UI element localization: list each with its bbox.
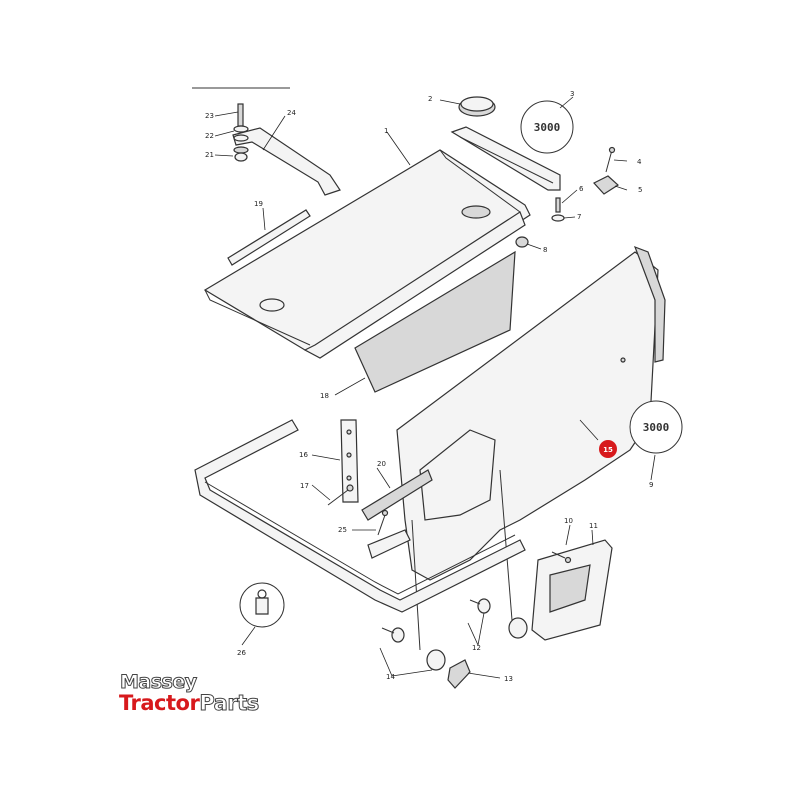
callout-22: 22 bbox=[205, 132, 214, 140]
callout-7: 7 bbox=[577, 213, 581, 221]
callout-4: 4 bbox=[637, 158, 642, 166]
screw-part bbox=[377, 509, 389, 536]
rod-part bbox=[227, 209, 311, 266]
zoom-detail-26 bbox=[239, 582, 285, 628]
callout-25: 25 bbox=[338, 526, 347, 534]
callout-20: 20 bbox=[377, 460, 386, 468]
callout-2: 2 bbox=[428, 95, 432, 103]
callout-6: 6 bbox=[579, 185, 584, 193]
latch-strap-part bbox=[361, 469, 433, 559]
callout-8: 8 bbox=[543, 246, 547, 254]
highlight-badge-15 bbox=[599, 440, 617, 458]
zoom-detail-3: 3000 bbox=[520, 100, 574, 154]
callout-labels: 1 2 3 4 5 6 7 8 9 10 11 12 13 14 15 16 1… bbox=[205, 90, 653, 683]
callout-18: 18 bbox=[320, 392, 329, 400]
logo-line-1: Massey bbox=[120, 671, 198, 693]
logo-suffix-word: Parts bbox=[199, 691, 258, 715]
pin-part bbox=[327, 484, 354, 506]
zoom-badge-text-9: 3000 bbox=[643, 421, 670, 434]
insulation-panel bbox=[354, 250, 516, 393]
callout-12: 12 bbox=[472, 644, 481, 652]
hood-lid-panel bbox=[203, 149, 531, 359]
callout-9: 9 bbox=[649, 481, 653, 489]
callout-21: 21 bbox=[205, 151, 214, 159]
callout-26: 26 bbox=[237, 649, 246, 657]
brand-logo: Massey TractorParts bbox=[119, 671, 260, 716]
screw-and-clip bbox=[593, 146, 619, 195]
callout-15: 15 bbox=[603, 446, 613, 454]
callout-16: 16 bbox=[299, 451, 308, 459]
fastener-parts bbox=[381, 598, 528, 689]
callout-14: 14 bbox=[386, 673, 395, 681]
bolt-and-nut bbox=[515, 197, 565, 248]
zoom-detail-9: 3000 bbox=[629, 400, 683, 454]
strap-part bbox=[340, 419, 359, 503]
callout-13: 13 bbox=[504, 675, 513, 683]
callout-5: 5 bbox=[638, 186, 642, 194]
leader-lines bbox=[214, 96, 656, 679]
support-bracket bbox=[232, 103, 341, 196]
callout-17: 17 bbox=[300, 482, 309, 490]
callout-3: 3 bbox=[570, 90, 574, 98]
callout-23: 23 bbox=[205, 112, 214, 120]
callout-11: 11 bbox=[589, 522, 598, 530]
callout-24: 24 bbox=[287, 109, 296, 117]
logo-line-2: TractorParts bbox=[119, 691, 259, 715]
logo-brand-word: Tractor bbox=[119, 691, 200, 715]
filler-cap-part bbox=[458, 96, 496, 117]
zoom-badge-text-3: 3000 bbox=[534, 121, 561, 134]
access-cover-part bbox=[531, 539, 613, 641]
seal-frame bbox=[194, 419, 526, 613]
callout-10: 10 bbox=[564, 517, 573, 525]
trim-strip-part bbox=[450, 126, 561, 191]
callout-19: 19 bbox=[254, 200, 263, 208]
callout-1: 1 bbox=[384, 127, 388, 135]
